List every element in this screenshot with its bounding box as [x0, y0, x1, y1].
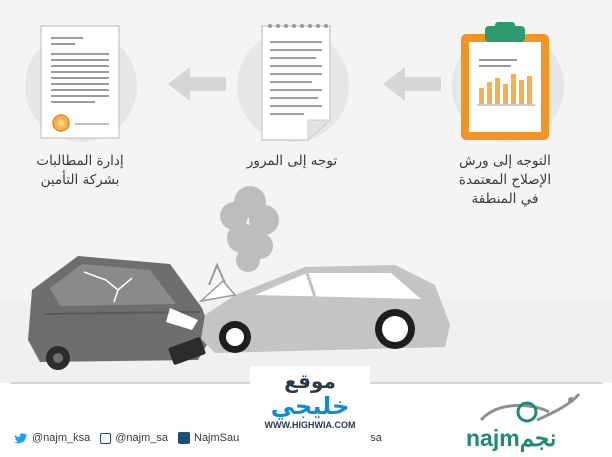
watermark-overlay: موقع خليجي WWW.HIGHWIA.COM	[250, 366, 370, 446]
arrow-left-icon	[383, 67, 441, 101]
dark-car-icon	[28, 256, 212, 370]
clipboard-chart-icon	[461, 22, 549, 140]
logo-latin: najm	[466, 425, 520, 451]
report-paper-icon	[261, 24, 332, 142]
instagram-handle[interactable]: @najm_sa	[115, 432, 168, 444]
smoke-icon	[220, 186, 279, 272]
twitter-handle[interactable]: @najm_ksa	[32, 432, 91, 444]
watermark-url: WWW.HIGHWIA.COM	[264, 420, 356, 430]
watermark-main: خليجي	[270, 392, 350, 420]
logo-arabic: نجم	[519, 425, 557, 451]
step-3-label: إدارة المطالبات بشركة التأمين	[36, 153, 124, 188]
instagram-icon[interactable]	[100, 432, 112, 444]
certificate-document-icon	[40, 25, 120, 139]
logo-wordmark: najmنجم	[466, 426, 556, 450]
najm-logo-icon	[479, 393, 581, 423]
light-car-icon	[198, 262, 450, 353]
step-1-label: التوجه إلى ورش الإصلاح المعتمدة في المنط…	[458, 153, 552, 207]
social-links: @najm_ksa @najm_sa NajmSau	[14, 431, 239, 445]
facebook-icon[interactable]	[178, 432, 190, 444]
facebook-handle[interactable]: NajmSau	[194, 432, 240, 444]
arrow-left-icon	[168, 67, 226, 101]
watermark-top: موقع	[284, 369, 336, 393]
step-2-label: توجه إلى المرور	[246, 153, 338, 169]
twitter-icon[interactable]	[14, 432, 28, 444]
